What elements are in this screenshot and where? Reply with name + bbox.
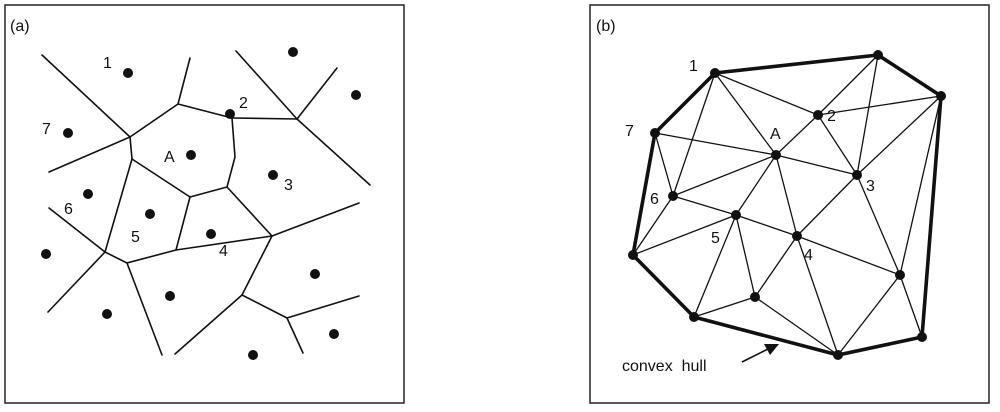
site-extra-se2 [329, 329, 339, 339]
vertex-2 [813, 110, 823, 120]
panel-a: (a) [4, 4, 405, 404]
label-3: 3 [866, 178, 875, 195]
site-6 [83, 189, 93, 199]
vertex-4 [792, 231, 802, 241]
site-4 [206, 229, 216, 239]
delaunay-vertices [628, 50, 946, 360]
site-7 [63, 128, 73, 138]
panel-b-labels: 1 2 A 7 3 6 5 4 convex hull [622, 58, 875, 375]
vertex-sw [689, 312, 699, 322]
convex-hull-arrow [741, 344, 779, 363]
label-4: 4 [804, 247, 813, 264]
delaunay-edges [632, 54, 942, 356]
vertex-s1 [750, 292, 760, 302]
site-extra-s2 [248, 350, 258, 360]
vertex-se2 [917, 332, 927, 342]
label-7: 7 [42, 121, 51, 138]
vertex-7 [650, 128, 660, 138]
voronoi-edges [41, 50, 371, 356]
vertex-se1 [895, 270, 905, 280]
panel-b-tag: (b) [596, 18, 616, 35]
vertex-s2 [833, 350, 843, 360]
vertex-ne [873, 50, 883, 60]
vertex-1 [710, 68, 720, 78]
site-extra-e [351, 90, 361, 100]
vertex-w [628, 250, 638, 260]
label-2: 2 [239, 95, 248, 112]
panel-a-labels: 1 2 A 7 3 6 5 4 [42, 55, 293, 260]
site-5 [145, 209, 155, 219]
site-extra-s1 [165, 291, 175, 301]
label-A: A [164, 149, 175, 166]
vertex-5 [731, 210, 741, 220]
panel-a-tag: (a) [10, 18, 30, 35]
panel-b-frame [589, 4, 990, 404]
panel-a-frame [4, 4, 405, 404]
label-6: 6 [650, 191, 659, 208]
site-1 [123, 68, 133, 78]
site-extra-se1 [310, 269, 320, 279]
site-extra-w [41, 249, 51, 259]
voronoi-cell-a [129, 103, 236, 198]
site-3 [268, 170, 278, 180]
vertex-A [771, 150, 781, 160]
label-1: 1 [689, 58, 698, 75]
label-4: 4 [219, 243, 228, 260]
vertex-6 [668, 191, 678, 201]
label-5: 5 [711, 230, 720, 247]
voronoi-sites [41, 47, 361, 360]
label-2: 2 [827, 108, 836, 125]
label-A: A [770, 126, 781, 143]
convex-hull [631, 53, 943, 357]
vertex-e [936, 91, 946, 101]
site-A [186, 150, 196, 160]
label-3: 3 [284, 177, 293, 194]
label-1: 1 [103, 55, 112, 72]
label-5: 5 [131, 229, 140, 246]
site-extra-ne [288, 47, 298, 57]
convex-hull-label: convex hull [622, 358, 707, 375]
label-6: 6 [64, 201, 73, 218]
vertex-3 [852, 170, 862, 180]
site-2 [225, 109, 235, 119]
panel-b: (b) [589, 4, 990, 404]
site-extra-sw [102, 309, 112, 319]
label-7: 7 [625, 123, 634, 140]
